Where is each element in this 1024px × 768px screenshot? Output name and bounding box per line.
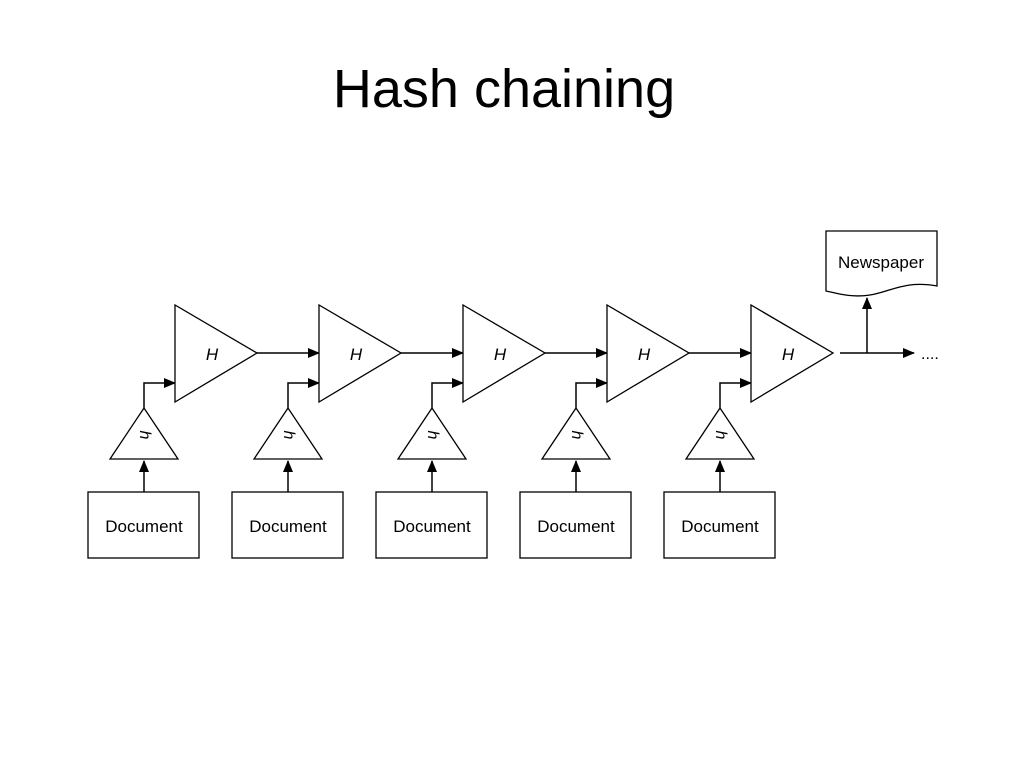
document-label: Document	[681, 517, 759, 536]
small-hash-label: h	[136, 431, 153, 440]
arrow-h-to-H	[431, 378, 464, 408]
hash-stage: Document h H	[519, 303, 752, 559]
arrow-h-to-H	[719, 378, 752, 408]
document-box	[375, 491, 488, 559]
newspaper-shape	[825, 230, 938, 297]
big-hash-triangle	[606, 303, 691, 404]
big-hash-triangle	[750, 303, 835, 404]
page-title: Hash chaining	[332, 59, 676, 119]
big-hash-label: H	[350, 345, 363, 364]
hash-stage: Document h H	[87, 303, 320, 559]
hash-stage: Document h H	[375, 303, 608, 559]
small-hash-label: h	[568, 431, 585, 440]
big-hash-label: H	[206, 345, 219, 364]
big-hash-triangle	[318, 303, 403, 404]
big-hash-label: H	[782, 345, 795, 364]
newspaper-node: Newspaper	[825, 230, 938, 297]
big-hash-triangle	[462, 303, 547, 404]
small-hash-triangle	[396, 406, 468, 460]
document-label: Document	[105, 517, 183, 536]
small-hash-label: h	[424, 431, 441, 440]
arrow-h-to-H	[575, 378, 608, 408]
arrow-h-to-H	[287, 378, 320, 408]
big-hash-triangle	[174, 303, 259, 404]
big-hash-label: H	[494, 345, 507, 364]
arrow-h-to-H	[143, 378, 176, 408]
document-box	[663, 491, 776, 559]
small-hash-triangle	[108, 406, 180, 460]
small-hash-triangle	[540, 406, 612, 460]
big-hash-label: H	[638, 345, 651, 364]
small-hash-label: h	[280, 431, 297, 440]
hash-stage: Document h H	[231, 303, 464, 559]
small-hash-triangle	[252, 406, 324, 460]
document-box	[87, 491, 200, 559]
document-label: Document	[249, 517, 327, 536]
small-hash-label: h	[712, 431, 729, 440]
newspaper-label: Newspaper	[838, 253, 924, 272]
document-label: Document	[393, 517, 471, 536]
small-hash-triangle	[684, 406, 756, 460]
hash-stage: Document h H	[663, 303, 835, 559]
continuation-dots: ....	[921, 346, 939, 363]
document-box	[519, 491, 632, 559]
document-label: Document	[537, 517, 615, 536]
